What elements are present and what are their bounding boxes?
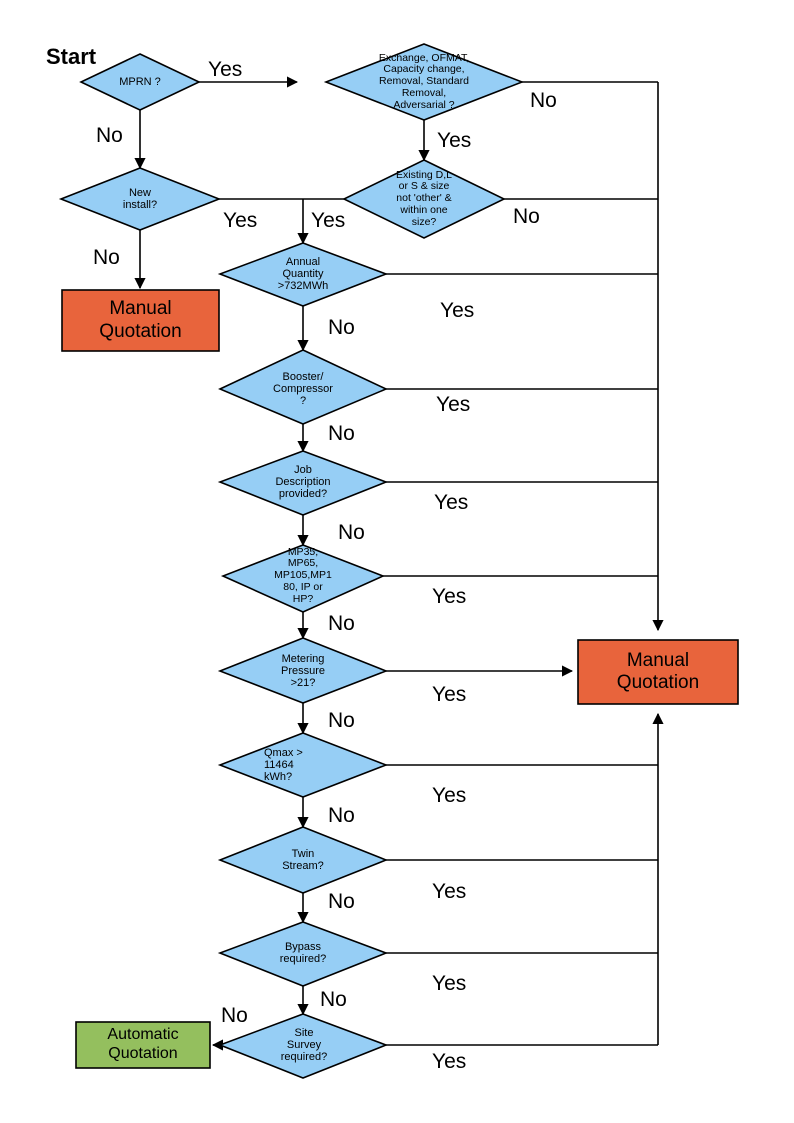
edge-label-booster-no: No xyxy=(328,422,355,445)
decision-mprn[interactable] xyxy=(79,53,201,111)
edge-label-twin-no: No xyxy=(328,890,355,913)
edge-label-annual-no: No xyxy=(328,316,355,339)
edge-label-mpclass-no: No xyxy=(328,612,355,635)
decision-bypass[interactable] xyxy=(217,921,389,987)
edge-label-existing-no: No xyxy=(513,205,540,228)
decision-new-install[interactable] xyxy=(58,167,222,231)
edge-label-jobdesc-no: No xyxy=(338,521,365,544)
decision-booster[interactable] xyxy=(218,349,388,425)
edge-label-qmax-no: No xyxy=(328,804,355,827)
decision-existing[interactable] xyxy=(342,159,506,239)
edge-label-existing-yes: Yes xyxy=(311,209,346,232)
decision-twin-stream[interactable] xyxy=(217,826,389,894)
decision-job-description[interactable] xyxy=(217,450,389,516)
decision-exchange[interactable] xyxy=(323,43,525,121)
decision-annual-quantity[interactable] xyxy=(217,242,389,307)
edge-label-exchange-yes: Yes xyxy=(437,129,472,152)
edge-label-pressure-yes: Yes xyxy=(432,683,467,706)
decision-metering-pressure[interactable] xyxy=(217,637,389,704)
decision-site-survey[interactable] xyxy=(217,1013,389,1079)
edge-label-qmax-yes: Yes xyxy=(432,784,467,807)
edge-label-bypass-yes: Yes xyxy=(432,972,467,995)
terminal-automatic-quotation[interactable] xyxy=(75,1021,211,1069)
edge-label-twin-yes: Yes xyxy=(432,880,467,903)
decision-mp-class[interactable] xyxy=(220,544,386,613)
edge-label-jobdesc-yes: Yes xyxy=(434,491,469,514)
edge-label-new-yes: Yes xyxy=(223,209,258,232)
edge-label-pressure-no: No xyxy=(328,709,355,732)
edge-label-bypass-no: No xyxy=(320,988,347,1011)
edge-label-new-no: No xyxy=(93,246,120,269)
decision-qmax[interactable] xyxy=(217,732,389,798)
terminal-manual-quotation-left[interactable] xyxy=(61,289,220,352)
edge-label-mprn-yes: Yes xyxy=(208,58,243,81)
edge-label-booster-yes: Yes xyxy=(436,393,471,416)
edge-label-mpclass-yes: Yes xyxy=(432,585,467,608)
start-label: Start xyxy=(46,44,97,69)
edge-label-survey-yes: Yes xyxy=(432,1050,467,1073)
edge-label-mprn-no: No xyxy=(96,124,123,147)
terminal-manual-quotation-right[interactable] xyxy=(577,639,739,705)
edge-label-annual-yes: Yes xyxy=(440,299,475,322)
edge-label-exchange-no: No xyxy=(530,89,557,112)
edge-label-survey-no: No xyxy=(221,1004,248,1027)
